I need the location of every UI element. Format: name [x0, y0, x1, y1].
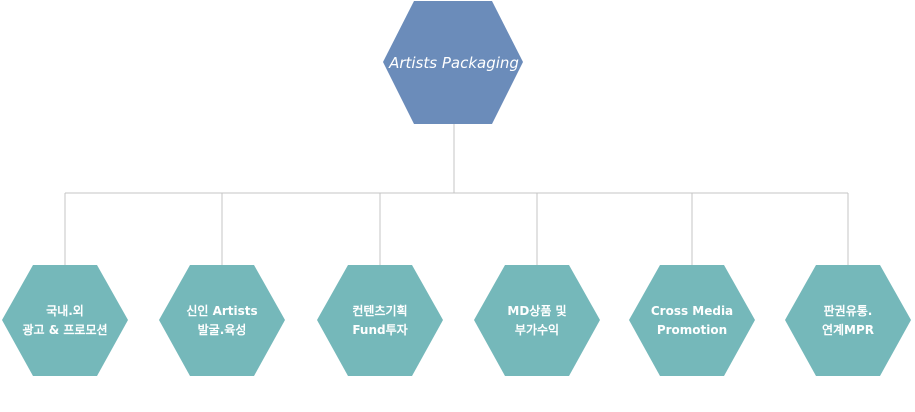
- child-label-line2: 발굴.육성: [198, 322, 247, 337]
- child-label-line1: 신인 Artists: [186, 303, 257, 318]
- child-label-line2: 광고 & 프로모션: [22, 322, 107, 337]
- root-label: Artists Packaging: [388, 54, 519, 72]
- connector-lines: [64, 124, 849, 265]
- child-label-line2: Fund투자: [352, 322, 407, 337]
- child-label-line1: 컨텐츠기획: [352, 303, 407, 318]
- child-node: 국내.외 광고 & 프로모션: [2, 265, 128, 376]
- child-label-line2: 연계MPR: [822, 322, 874, 337]
- child-label-line1: 판권유통.: [824, 303, 873, 318]
- root-node: Artists Packaging: [383, 1, 523, 124]
- child-label-line1: MD상품 및: [507, 303, 566, 318]
- child-node: MD상품 및 부가수익: [474, 265, 600, 376]
- child-hexagon: [785, 265, 911, 376]
- child-hexagon: [317, 265, 443, 376]
- root-hexagon: [383, 1, 523, 124]
- child-label-line2: 부가수익: [515, 322, 559, 337]
- child-hexagon: [474, 265, 600, 376]
- child-label-line1: Cross Media: [651, 304, 733, 318]
- child-node: Cross Media Promotion: [629, 265, 755, 376]
- child-hexagon: [629, 265, 755, 376]
- child-hexagon: [2, 265, 128, 376]
- child-node: 판권유통. 연계MPR: [785, 265, 911, 376]
- child-label-line2: Promotion: [657, 323, 727, 337]
- child-node: 신인 Artists 발굴.육성: [159, 265, 285, 376]
- child-node: 컨텐츠기획 Fund투자: [317, 265, 443, 376]
- child-label-line1: 국내.외: [46, 303, 84, 318]
- child-hexagon: [159, 265, 285, 376]
